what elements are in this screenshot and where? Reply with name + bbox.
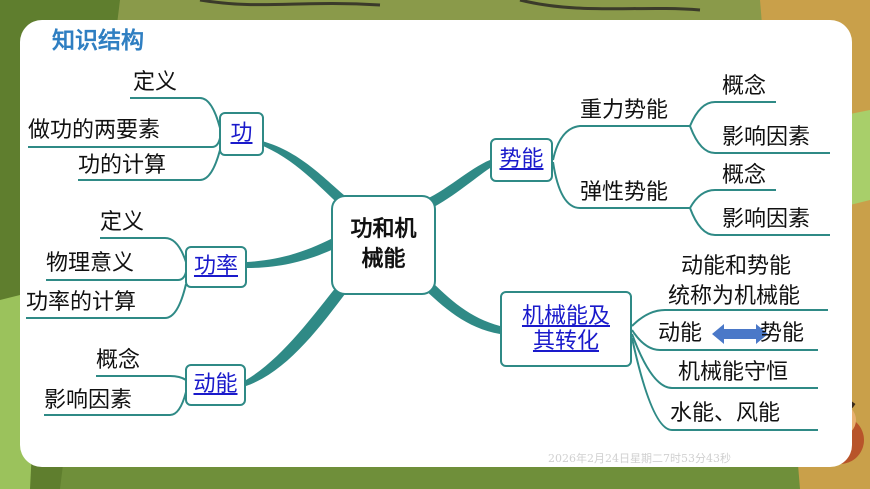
content-card	[20, 20, 852, 467]
conversion-kinetic: 动能	[658, 321, 703, 346]
center-title-line1: 功和机	[350, 217, 417, 243]
link-potential-energy[interactable]: 势能	[499, 147, 544, 173]
mechanical-item-water-wind: 水能、风能	[670, 401, 781, 426]
elastic-item-concept: 概念	[722, 163, 767, 188]
kinetic-item-factors: 影响因素	[44, 388, 133, 413]
node-kinetic-energy: 动能	[185, 364, 246, 406]
node-potential-energy: 势能	[490, 138, 553, 182]
mechanical-item-definition-line2: 统称为机械能	[668, 284, 801, 309]
link-kinetic-energy[interactable]: 动能	[193, 372, 238, 398]
mechanical-item-conservation: 机械能守恒	[678, 360, 789, 385]
power-item-definition: 定义	[100, 210, 145, 235]
gravitational-item-concept: 概念	[722, 74, 767, 99]
link-work[interactable]: 功	[230, 121, 253, 147]
link-mechanical-energy[interactable]: 机械能及 其转化	[522, 304, 610, 355]
node-work: 功	[219, 112, 264, 156]
gravitational-potential-label: 重力势能	[580, 98, 669, 123]
elastic-potential-label: 弹性势能	[580, 180, 669, 205]
link-power[interactable]: 功率	[193, 254, 238, 280]
work-item-definition: 定义	[133, 70, 178, 95]
mechanical-item-definition-line1: 动能和势能	[681, 254, 792, 279]
elastic-item-factors: 影响因素	[722, 207, 811, 232]
power-item-meaning: 物理意义	[46, 251, 135, 276]
mechanical-label-line2: 其转化	[532, 329, 599, 354]
kinetic-item-concept: 概念	[96, 348, 141, 373]
power-item-calculation: 功率的计算	[26, 290, 137, 315]
conversion-potential: 势能	[760, 321, 805, 346]
center-title-line2: 械能	[361, 247, 406, 272]
node-mechanical-energy: 机械能及 其转化	[500, 291, 632, 367]
gravitational-item-factors: 影响因素	[722, 125, 811, 150]
node-power: 功率	[185, 246, 247, 288]
work-item-calculation: 功的计算	[78, 153, 167, 178]
work-item-two-factors: 做功的两要素	[28, 118, 161, 143]
page-title: 知识结构	[52, 28, 144, 54]
mechanical-label-line1: 机械能及	[521, 303, 610, 329]
double-arrow-icon	[712, 324, 768, 344]
center-node: 功和机 械能	[331, 195, 436, 295]
timestamp: 2026年2月24日星期二7时53分43秒	[548, 452, 731, 465]
